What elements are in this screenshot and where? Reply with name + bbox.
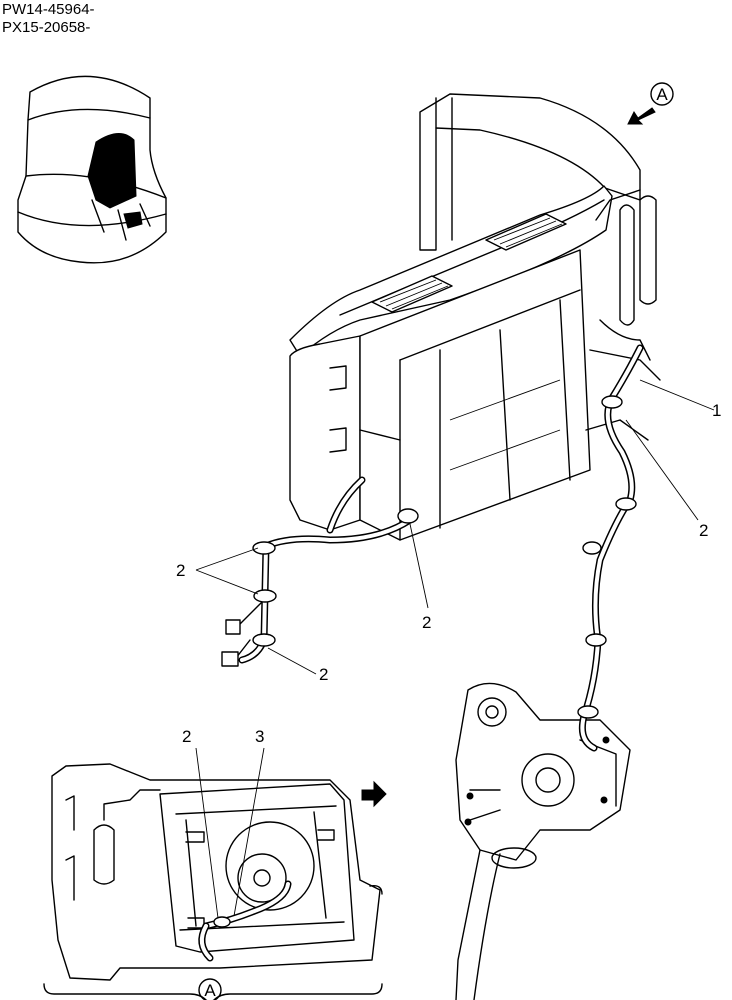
inset-view-a: 2 3 A [43, 727, 387, 1000]
callout-2-right: 2 [699, 521, 708, 540]
inset-callout-3: 3 [255, 727, 264, 746]
part-number-range-2: PX15-20658- [2, 19, 91, 36]
callout-2-lower: 2 [319, 665, 328, 684]
callout-2-left: 2 [176, 561, 185, 580]
view-direction-arrow-icon [361, 780, 387, 808]
callout-1: 1 [712, 401, 721, 420]
cab-overview-illustration [17, 75, 167, 264]
inset-callout-2: 2 [182, 727, 191, 746]
callout-2-center: 2 [422, 613, 431, 632]
part-number-range-1: PW14-45964- [2, 1, 95, 18]
callout-leaders [195, 379, 715, 675]
view-a-label-top: A [656, 85, 668, 104]
view-a-label-bottom: A [204, 981, 216, 1000]
compressor [455, 682, 631, 1000]
harness-clamps [252, 395, 637, 719]
air-conditioner-unit [289, 93, 661, 541]
view-a-marker-top: A [627, 82, 674, 125]
view-direction-arrow-icon [627, 107, 656, 125]
